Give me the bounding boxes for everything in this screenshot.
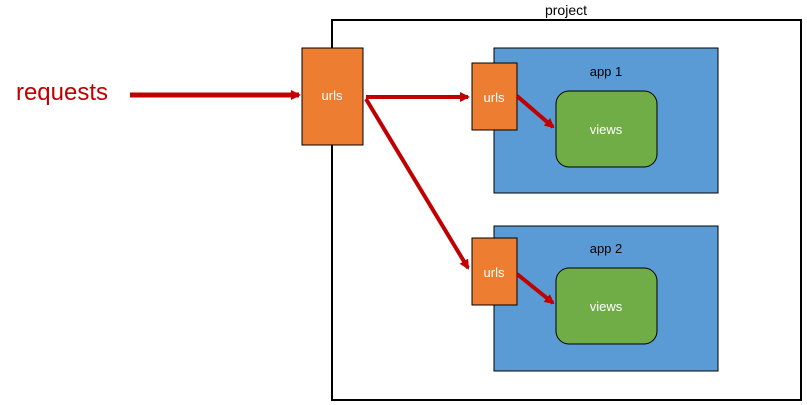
arrow-app1-urls-to-views <box>515 94 555 129</box>
app2-views-box <box>555 267 658 345</box>
app2-urls-box <box>471 237 518 306</box>
requests-label: requests <box>16 79 108 106</box>
project-urls-label: urls <box>322 88 343 103</box>
project-label: project <box>545 2 587 18</box>
app1-label: app 1 <box>590 64 623 79</box>
app1-urls-label: urls <box>484 90 505 105</box>
arrow-app2-urls-to-views <box>515 272 555 305</box>
project-urls-box <box>301 47 364 146</box>
arrow-project-urls-to-app2-urls <box>364 97 470 270</box>
app2-views-label: views <box>590 299 623 314</box>
app1-views-label: views <box>590 122 623 137</box>
app2-label: app 2 <box>590 241 623 256</box>
app2-urls-label: urls <box>484 265 505 280</box>
app1-views-box <box>555 90 658 168</box>
